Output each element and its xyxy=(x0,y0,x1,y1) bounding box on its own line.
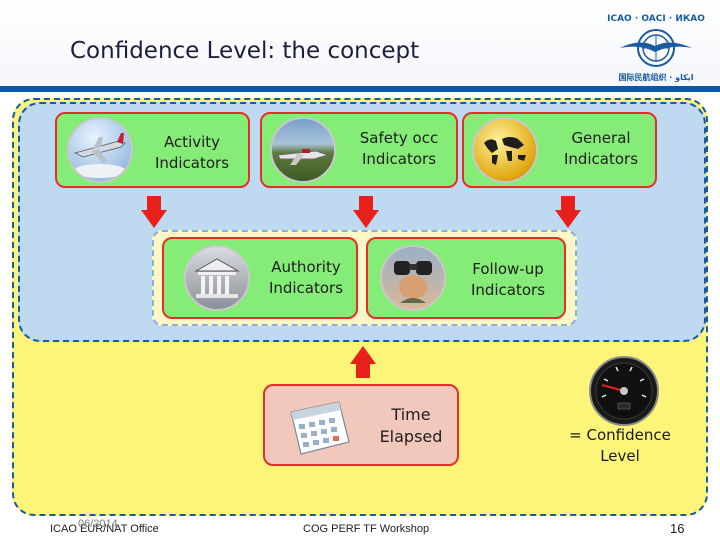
svg-text:ICAO · OACI · ИКАО: ICAO · OACI · ИКАО xyxy=(607,14,705,24)
icao-emblem-icon: ICAO · OACI · ИКАО 国际民航组织 · ايكاو xyxy=(607,14,705,82)
page-number: 16 xyxy=(670,521,685,536)
crashed-aircraft-icon xyxy=(270,117,336,183)
confidence-level-label: = Confidence Level xyxy=(569,426,671,465)
authority-indicators-label: Authority Indicators xyxy=(268,258,344,297)
airplane-icon xyxy=(67,117,133,183)
slide-title: Confidence Level: the concept xyxy=(70,38,420,64)
activity-indicators-label: Activity Indicators xyxy=(154,133,230,172)
arrow-down-icon xyxy=(555,196,581,228)
general-indicators-card: General Indicators xyxy=(462,112,657,188)
safety-occ-indicators-card: Safety occ Indicators xyxy=(260,112,458,188)
footer-date: 06/2014 xyxy=(78,518,118,530)
binoculars-icon xyxy=(380,245,446,311)
slide-header xyxy=(0,0,720,90)
header-divider-bar xyxy=(0,86,720,92)
time-elapsed-card: Time Elapsed xyxy=(263,384,459,466)
general-indicators-label: General Indicators xyxy=(563,129,639,168)
time-elapsed-label: Time Elapsed xyxy=(379,405,443,447)
calendar-icon xyxy=(290,401,350,455)
arrow-down-icon xyxy=(141,196,167,228)
arrow-down-icon xyxy=(353,196,379,228)
follow-up-indicators-label: Follow-up Indicators xyxy=(470,260,546,299)
svg-text:国际民航组织 · ايكاو: 国际民航组织 · ايكاو xyxy=(619,72,694,82)
world-map-icon xyxy=(472,117,538,183)
authority-indicators-card: Authority Indicators xyxy=(162,237,358,319)
activity-indicators-card: Activity Indicators xyxy=(55,112,250,188)
footer-workshop: COG PERF TF Workshop xyxy=(303,523,430,535)
footer-office: ICAO EUR/NAT Office xyxy=(50,523,159,535)
speedometer-icon xyxy=(589,356,659,426)
safety-occ-indicators-label: Safety occ Indicators xyxy=(359,129,439,168)
follow-up-indicators-card: Follow-up Indicators xyxy=(366,237,566,319)
arrow-up-icon xyxy=(350,346,376,378)
government-building-icon xyxy=(184,245,250,311)
